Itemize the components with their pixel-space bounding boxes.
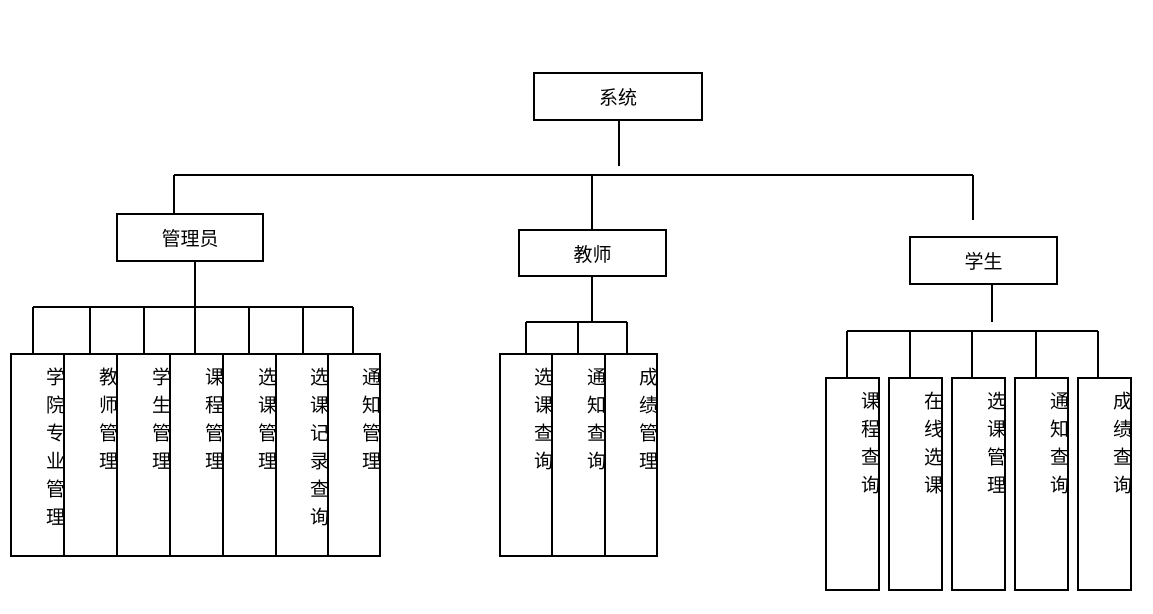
function-label: 在线选课 xyxy=(921,391,943,503)
function-label: 通知查询 xyxy=(584,367,606,479)
teacher-function-node: 通知查询 xyxy=(551,353,606,557)
admin-function-node: 选课管理 xyxy=(222,353,277,557)
function-label: 选课管理 xyxy=(984,391,1006,503)
admin-function-node: 学生管理 xyxy=(116,353,171,557)
admin-function-node: 通知管理 xyxy=(327,353,381,557)
role-label: 管理员 xyxy=(161,228,219,250)
role-node-admin: 管理员 xyxy=(116,213,264,262)
admin-function-node: 选课记录查询 xyxy=(275,353,329,557)
teacher-function-node: 选课查询 xyxy=(499,353,553,557)
function-label: 成绩查询 xyxy=(1110,391,1132,503)
function-label: 课程查询 xyxy=(858,391,880,503)
function-label: 选课记录查询 xyxy=(307,367,329,535)
function-label: 通知查询 xyxy=(1047,391,1069,503)
function-label: 学生管理 xyxy=(149,367,171,479)
function-label: 通知管理 xyxy=(359,367,381,479)
role-label: 学生 xyxy=(964,251,1003,273)
teacher-function-node: 成绩管理 xyxy=(604,353,658,557)
function-label: 选课管理 xyxy=(255,367,277,479)
function-label: 成绩管理 xyxy=(636,367,658,479)
student-function-node: 课程查询 xyxy=(825,377,880,591)
function-label: 学院专业管理 xyxy=(43,367,65,535)
function-label: 课程管理 xyxy=(202,367,224,479)
admin-function-node: 教师管理 xyxy=(63,353,118,557)
student-function-node: 通知查询 xyxy=(1014,377,1069,591)
function-label: 教师管理 xyxy=(96,367,118,479)
root-label: 系统 xyxy=(598,87,637,109)
role-node-student: 学生 xyxy=(909,236,1058,285)
role-node-teacher: 教师 xyxy=(518,229,667,277)
function-label: 选课查询 xyxy=(531,367,553,479)
role-label: 教师 xyxy=(573,243,612,266)
student-function-node: 成绩查询 xyxy=(1077,377,1132,591)
admin-function-node: 课程管理 xyxy=(169,353,224,557)
student-function-node: 在线选课 xyxy=(888,377,943,591)
root-node: 系统 xyxy=(533,72,703,121)
student-function-node: 选课管理 xyxy=(951,377,1006,591)
admin-function-node: 学院专业管理 xyxy=(10,353,65,557)
